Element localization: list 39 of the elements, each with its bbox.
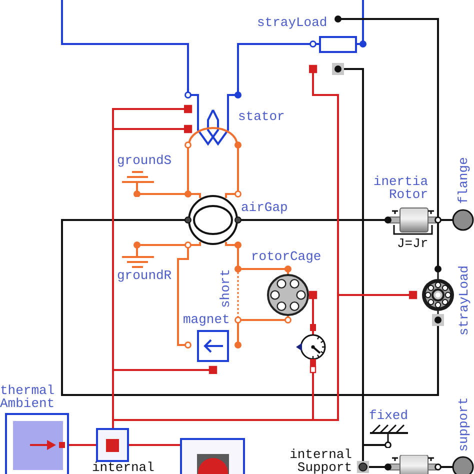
wire bbox=[237, 323, 239, 342]
wire bbox=[61, 0, 189, 92]
component-label: internal bbox=[92, 461, 154, 474]
component-label: thermal Ambient bbox=[0, 384, 56, 410]
component-label: airGap bbox=[241, 201, 288, 214]
component-label: rotorCage bbox=[251, 250, 322, 263]
wire bbox=[237, 248, 239, 266]
wire bbox=[129, 444, 181, 446]
component-label: flange bbox=[456, 156, 470, 204]
wire bbox=[68, 444, 97, 446]
wire bbox=[241, 219, 385, 221]
component-label: magnet bbox=[183, 313, 230, 326]
component-label: internal Support bbox=[288, 448, 352, 474]
component-label: fixed bbox=[369, 409, 408, 422]
component-label: J=Jr bbox=[397, 237, 428, 250]
wire bbox=[437, 223, 439, 266]
component-label: short bbox=[218, 268, 232, 308]
component-label: inertia Rotor bbox=[372, 175, 428, 201]
wire bbox=[441, 219, 453, 221]
wire bbox=[237, 43, 310, 92]
component-label: stator bbox=[238, 110, 285, 123]
wire bbox=[241, 268, 285, 270]
wire bbox=[341, 18, 439, 217]
component-label: strayLoad bbox=[257, 16, 328, 29]
wire bbox=[362, 444, 385, 461]
component-label: strayLoad bbox=[458, 264, 471, 336]
wire bbox=[362, 0, 364, 41]
component-label: support bbox=[456, 396, 470, 452]
wire bbox=[312, 299, 314, 324]
wire bbox=[441, 466, 453, 468]
wire bbox=[140, 193, 185, 195]
wire bbox=[61, 219, 439, 396]
wire bbox=[241, 319, 285, 321]
wire bbox=[187, 148, 189, 191]
wire bbox=[369, 466, 385, 468]
wire bbox=[177, 248, 189, 346]
wire bbox=[140, 244, 185, 246]
component-label: groundR bbox=[117, 269, 172, 282]
component-label: groundS bbox=[117, 154, 172, 167]
